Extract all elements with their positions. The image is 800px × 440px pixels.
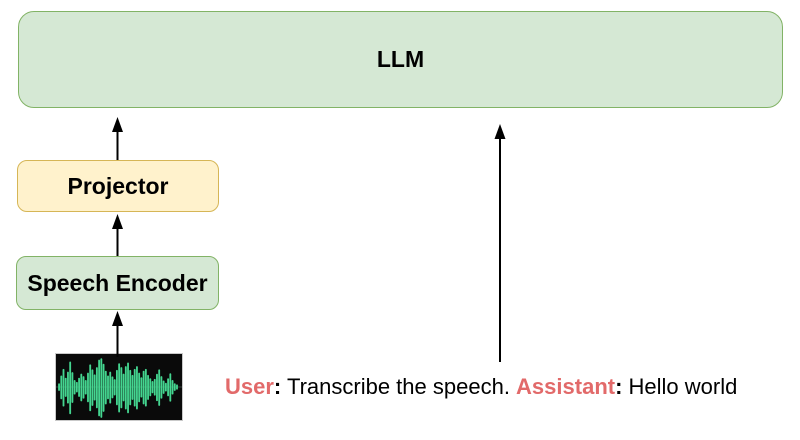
arrow-projector-to-llm (112, 117, 123, 160)
assistant-role-label: Assistant (516, 374, 616, 399)
projector-box: Projector (17, 160, 219, 212)
assistant-message: Hello world (622, 374, 738, 399)
user-role-label: User (225, 374, 274, 399)
waveform-icon (56, 358, 182, 418)
llm-box: LLM (18, 11, 783, 108)
assistant-colon: : (615, 374, 623, 399)
projector-label: Projector (67, 172, 169, 199)
llm-label: LLM (376, 46, 425, 72)
speech-encoder-label: Speech Encoder (27, 269, 208, 296)
audio-waveform-image (55, 353, 183, 421)
arrow-encoder-to-projector (112, 214, 123, 256)
user-colon: : (273, 374, 282, 399)
arrow-text-to-llm (494, 124, 506, 362)
arrow-waveform-to-encoder (112, 311, 123, 357)
user-message: Transcribe the speech. (281, 374, 517, 399)
speech-encoder-box: Speech Encoder (16, 256, 219, 310)
prompt-text: User: Transcribe the speech. Assistant: … (225, 373, 737, 400)
